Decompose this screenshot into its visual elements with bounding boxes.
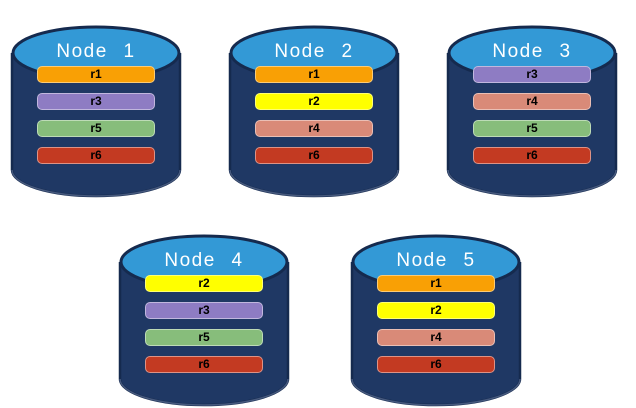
- replica-bar: r6: [255, 147, 373, 164]
- replica-bar: r6: [473, 147, 591, 164]
- replica-bar: r6: [145, 356, 263, 373]
- replica-bar: r1: [37, 66, 155, 83]
- replica-bar: r5: [145, 329, 263, 346]
- replica-bar: r4: [473, 93, 591, 110]
- node-title: Node 4: [164, 250, 244, 271]
- replica-list: r1 r2 r4 r6: [255, 66, 373, 164]
- replica-bar: r6: [377, 356, 495, 373]
- replica-bar: r2: [145, 275, 263, 292]
- replica-bar: r2: [255, 93, 373, 110]
- node-3-cylinder: Node 3 r3 r4 r5 r6: [446, 12, 618, 198]
- node-title: Node 1: [56, 41, 136, 62]
- replica-bar: r3: [37, 93, 155, 110]
- replica-bar: r5: [37, 120, 155, 137]
- replica-list: r3 r4 r5 r6: [473, 66, 591, 164]
- replica-list: r1 r2 r4 r6: [377, 275, 495, 373]
- replica-bar: r3: [473, 66, 591, 83]
- replica-bar: r1: [255, 66, 373, 83]
- node-1-cylinder: Node 1 r1 r3 r5 r6: [10, 12, 182, 198]
- replica-list: r2 r3 r5 r6: [145, 275, 263, 373]
- node-title: Node 5: [396, 250, 476, 271]
- node-4-cylinder: Node 4 r2 r3 r5 r6: [118, 221, 290, 407]
- replica-bar: r5: [473, 120, 591, 137]
- replica-bar: r2: [377, 302, 495, 319]
- node-5-cylinder: Node 5 r1 r2 r4 r6: [350, 221, 522, 407]
- replica-bar: r4: [255, 120, 373, 137]
- replica-bar: r1: [377, 275, 495, 292]
- node-2-cylinder: Node 2 r1 r2 r4 r6: [228, 12, 400, 198]
- replica-list: r1 r3 r5 r6: [37, 66, 155, 164]
- node-title: Node 3: [492, 41, 572, 62]
- replica-bar: r6: [37, 147, 155, 164]
- replica-bar: r4: [377, 329, 495, 346]
- node-title: Node 2: [274, 41, 354, 62]
- replica-bar: r3: [145, 302, 263, 319]
